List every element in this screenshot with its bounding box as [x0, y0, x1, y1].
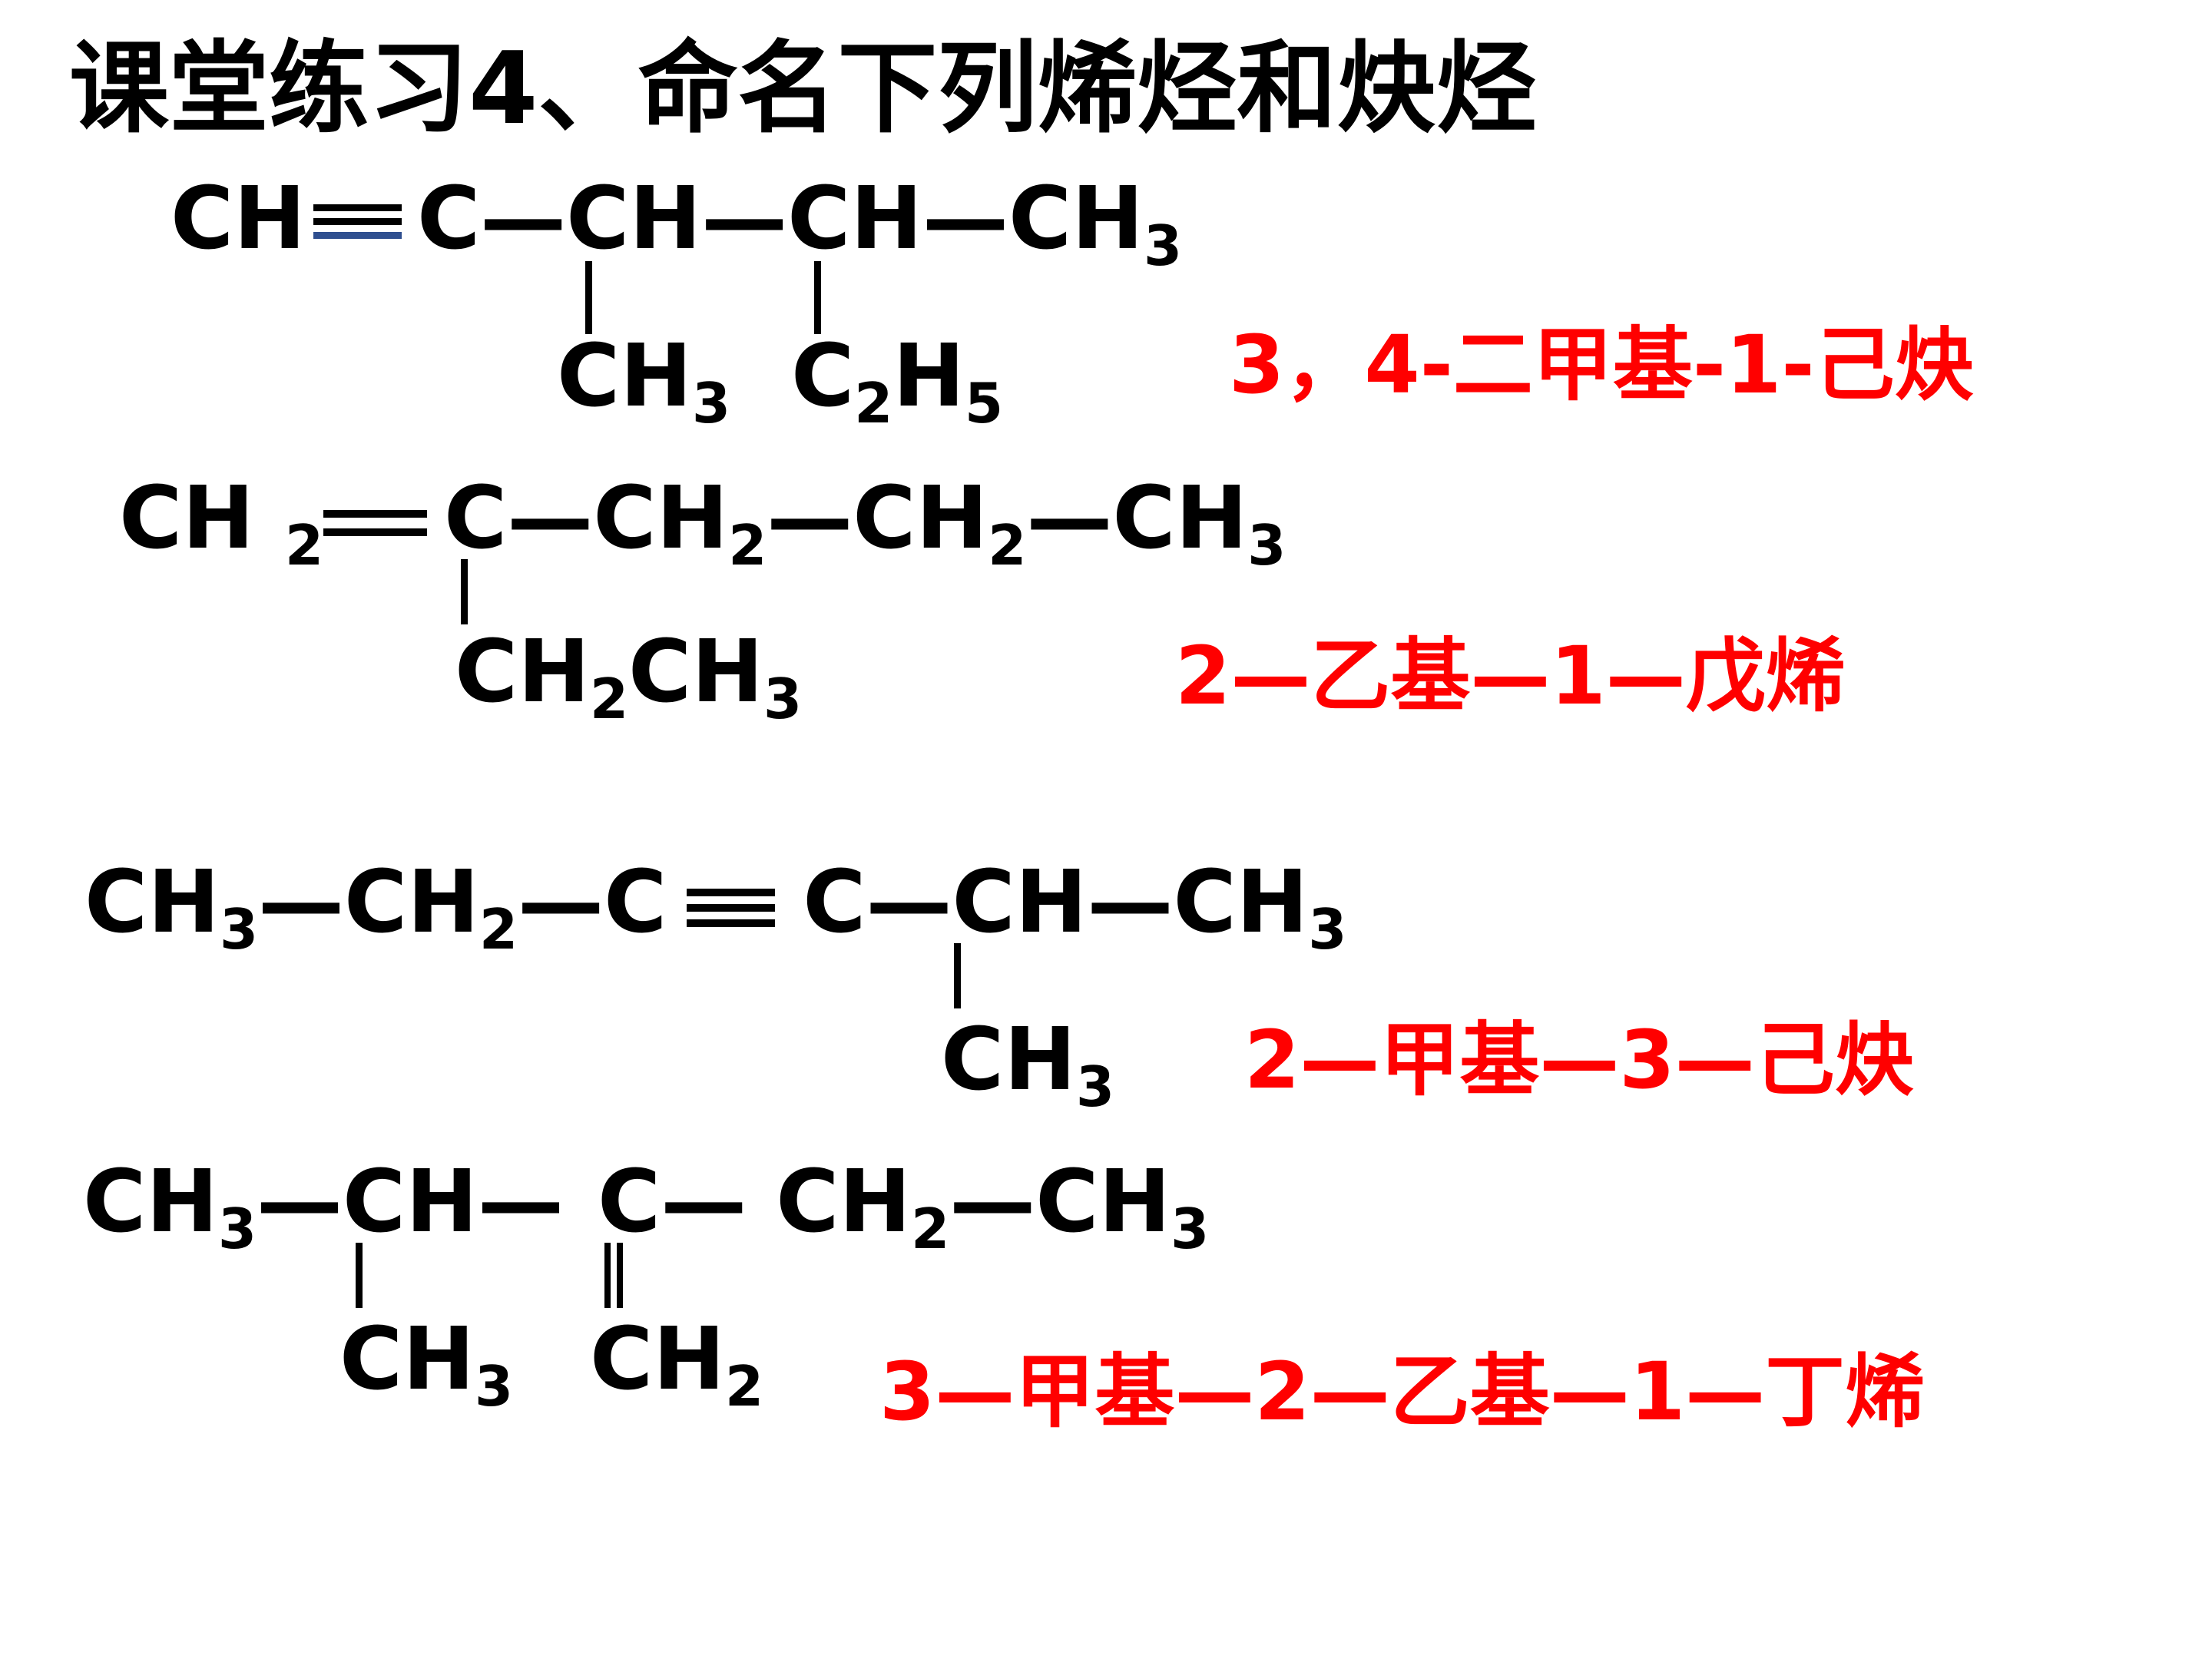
answer-name-2: 2—乙基—1—戊烯: [1175, 629, 1846, 723]
triple-bond: [313, 201, 402, 247]
atom-label: C: [803, 853, 866, 952]
atom-label: CH: [1008, 169, 1144, 269]
atom-label: CH: [171, 169, 306, 269]
single-bond: —: [480, 169, 567, 269]
atom-label: H: [892, 326, 965, 426]
triple-bond: [687, 887, 776, 929]
subscript: 3: [1171, 1197, 1210, 1261]
atom-label: C: [444, 469, 508, 568]
vertical-bond: [461, 559, 468, 624]
subscript: 3: [763, 667, 803, 731]
atom-label: CH: [628, 622, 763, 722]
atom-label: CH: [1173, 853, 1309, 952]
atom-label: CH: [1035, 1152, 1171, 1252]
atom-label: C: [604, 853, 667, 952]
subscript: 2: [284, 513, 324, 578]
atom-label: CH: [593, 469, 729, 568]
atom-label: CH: [339, 1310, 475, 1409]
atom-label: CH: [83, 1152, 218, 1252]
single-bond: —: [507, 469, 594, 568]
subscript: 3: [1247, 513, 1286, 578]
subscript: 3: [1143, 214, 1183, 278]
double-bond: [323, 507, 428, 541]
single-bond: —: [767, 469, 853, 568]
vertical-bond: [356, 1243, 363, 1308]
atom-label: CH: [853, 469, 988, 568]
single-bond: —: [1026, 469, 1113, 568]
single-bond: —: [701, 169, 788, 269]
subscript: 2: [854, 371, 893, 435]
single-bond: —: [922, 169, 1009, 269]
subscript: 2: [988, 513, 1027, 578]
subscript: 3: [1308, 897, 1347, 962]
subscript: 3: [691, 371, 731, 435]
atom-label: C: [416, 169, 481, 269]
vertical-bond: [585, 261, 592, 334]
single-bond: —: [518, 853, 604, 952]
single-bond: —: [866, 853, 952, 952]
atom-label: CH: [952, 853, 1088, 952]
atom-label: CH: [787, 169, 923, 269]
formula-1-substituent-ethyl: C2H5: [791, 330, 1004, 435]
formula-4-substituent-methyl: CH3: [339, 1310, 514, 1419]
subscript: 3: [1075, 1055, 1115, 1119]
atom-label: CH: [455, 622, 590, 722]
atom-label: CH: [344, 853, 479, 952]
vertical-bond: [814, 261, 821, 334]
single-bond: —: [661, 1152, 747, 1252]
formula-1-main-chain: CH C—CH—CH—CH3: [171, 173, 1183, 278]
answer-name-4: 3—甲基—2—乙基—1—丁烯: [879, 1345, 1926, 1439]
answer-name-3: 2—甲基—3—己炔: [1244, 1013, 1915, 1107]
subscript: 2: [478, 897, 518, 962]
atom-label: CH: [590, 1310, 725, 1409]
formula-3-main-chain: CH3—CH2—C C—CH—CH3: [84, 853, 1347, 962]
subscript: 3: [219, 897, 259, 962]
subscript: 3: [474, 1354, 514, 1419]
atom-label: C: [791, 326, 855, 426]
atom-label: CH: [776, 1152, 912, 1252]
atom-label: CH: [119, 469, 254, 568]
subscript: 5: [965, 371, 1004, 435]
subscript: 3: [217, 1197, 257, 1261]
subscript: 2: [911, 1197, 950, 1261]
atom-label: CH: [941, 1010, 1076, 1110]
answer-name-1: 3，4-二甲基-1-己炔: [1229, 318, 1975, 412]
formula-4-substituent-methylene: CH2: [590, 1310, 764, 1419]
single-bond: —: [949, 1152, 1036, 1252]
formula-3-substituent-methyl: CH3: [941, 1014, 1115, 1119]
page-title: 课堂练习4、命名下列烯烃和炔烃: [69, 30, 1537, 147]
single-bond: —: [1087, 853, 1174, 952]
vertical-double-bond: [604, 1243, 623, 1308]
formula-2-substituent-ethyl: CH2CH3: [455, 626, 803, 731]
single-bond: —: [257, 1152, 343, 1252]
atom-label: CH: [343, 1152, 478, 1252]
subscript: 2: [728, 513, 767, 578]
subscript: 2: [724, 1354, 764, 1419]
formula-1-substituent-methyl: CH3: [557, 330, 731, 435]
atom-label: CH: [557, 326, 692, 426]
atom-label: CH: [566, 169, 702, 269]
single-bond: —: [477, 1152, 564, 1252]
single-bond: —: [258, 853, 345, 952]
atom-label: C: [597, 1152, 661, 1252]
vertical-bond: [954, 943, 961, 1008]
atom-label: CH: [1112, 469, 1248, 568]
formula-4-main-chain: CH3—CH—C—CH2—CH3: [83, 1156, 1210, 1261]
subscript: 2: [589, 667, 629, 731]
atom-label: CH: [84, 853, 220, 952]
